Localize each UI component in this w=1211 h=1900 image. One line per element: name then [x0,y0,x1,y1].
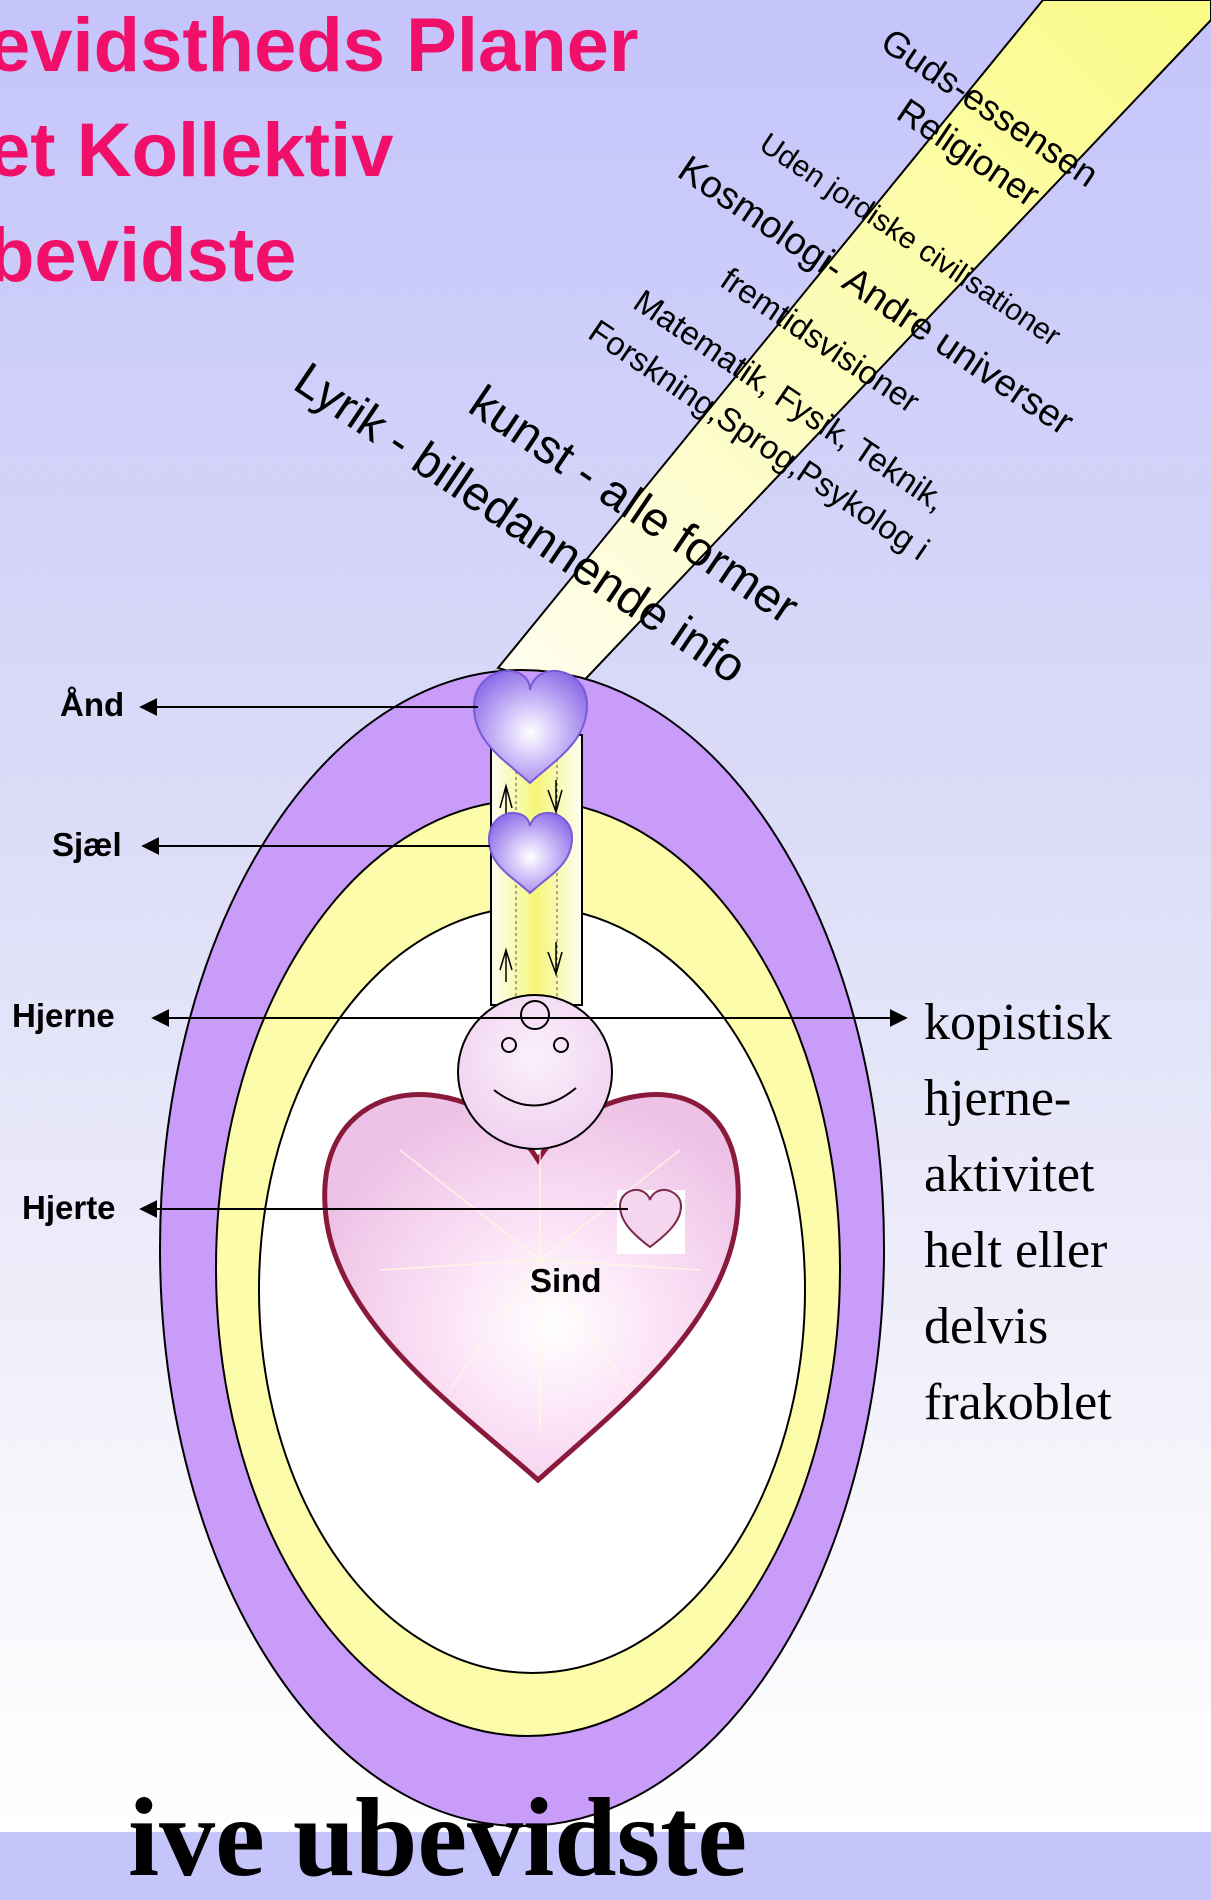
side-line: helt eller [924,1213,1112,1289]
side-line: kopistisk [924,985,1112,1061]
page-title-line-2: et Kollektiv [0,113,393,189]
side-line: frakoblet [924,1365,1112,1441]
label-sjael: Sjæl [52,826,122,864]
label-aand: Ånd [60,686,124,724]
label-sind: Sind [530,1262,602,1300]
side-line: hjerne- [924,1061,1112,1137]
page-title-line-3: bevidste [0,218,296,294]
bottom-caption: ive ubevidste [128,1782,747,1894]
label-hjerte: Hjerte [22,1189,116,1227]
side-description: kopistisk hjerne- aktivitet helt eller d… [924,985,1112,1441]
crown-chakra [521,1001,549,1029]
side-line: aktivitet [924,1137,1112,1213]
label-hjerne: Hjerne [12,997,115,1035]
page-title-line-1: evidstheds Planer [0,8,639,84]
side-line: delvis [924,1289,1112,1365]
